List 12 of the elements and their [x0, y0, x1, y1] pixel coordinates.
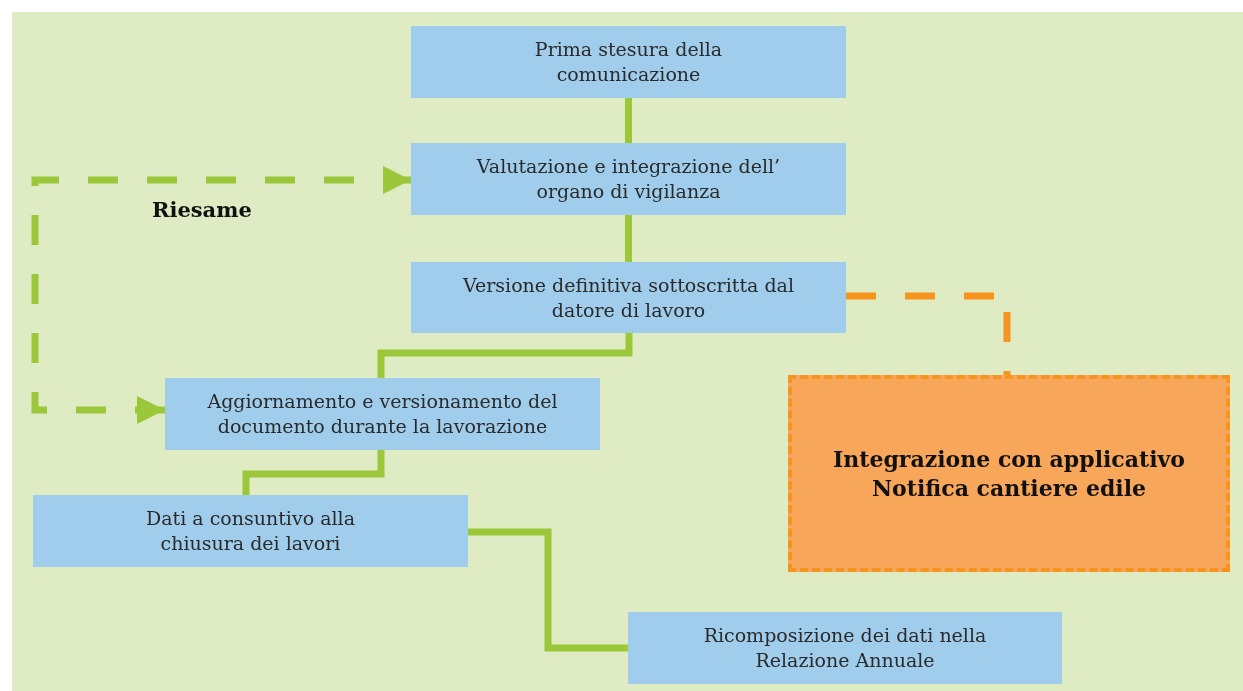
process-box: Prima stesura della comunicazione — [411, 26, 846, 98]
connector-line — [625, 215, 632, 262]
connector-line — [242, 450, 385, 495]
process-box: Ricomposizione dei dati nella Relazione Annuale — [628, 612, 1062, 684]
process-box: Valutazione e integrazione dell’ organo di vigilanza — [411, 143, 846, 215]
process-box: Dati a consuntivo alla chiusura dei lavori — [33, 495, 468, 567]
connector-line — [377, 333, 633, 378]
connector-line — [625, 98, 632, 143]
process-box: Versione definitiva sottoscritta dal datore di lavoro — [411, 262, 846, 333]
highlight-box: Integrazione con applicativo Notifica cantiere edile — [788, 375, 1230, 572]
process-box: Aggiornamento e versionamento del documento durante la lavorazione — [165, 378, 600, 450]
connector-line — [468, 528, 628, 652]
